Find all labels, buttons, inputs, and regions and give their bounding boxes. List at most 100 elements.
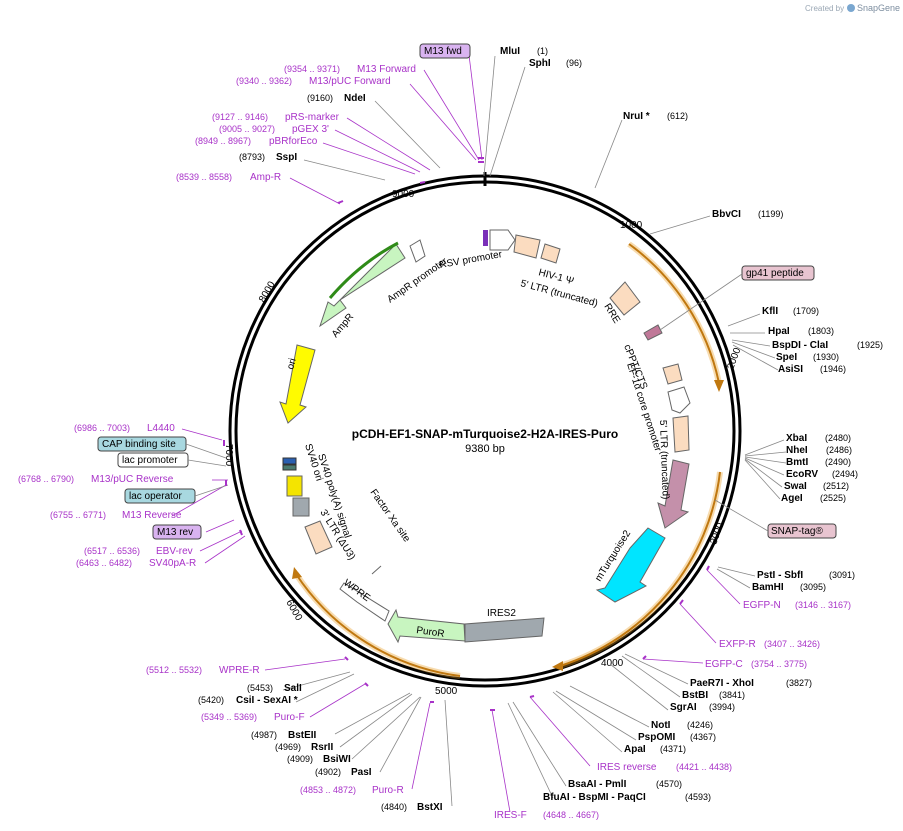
primer-m13-reverse-pos: (6755 .. 6771) — [50, 510, 106, 520]
factor-xa-marker — [371, 565, 382, 575]
sv40-ori-box — [292, 497, 310, 517]
primer-m13puc-forward-pos: (9340 .. 9362) — [236, 76, 292, 86]
enzyme-noti: NotI — [651, 720, 671, 731]
enzyme-swai: SwaI — [784, 481, 807, 492]
enzyme-bstxi: BstXI — [417, 802, 443, 813]
brand-text: SnapGene — [857, 3, 900, 13]
enzyme-bstxi-pos: (4840) — [381, 802, 407, 812]
m13-rev-label: M13 rev — [157, 527, 193, 538]
enzyme-bamhi: BamHI — [752, 582, 784, 593]
primer-exfp-r: EXFP-R — [719, 639, 756, 650]
enzyme-nhei-pos: (2486) — [826, 445, 852, 455]
snap-tag-label: SNAP-tag® — [771, 526, 823, 537]
primer-wpre-r: WPRE-R — [219, 665, 260, 676]
m13-rev-feature — [282, 464, 297, 471]
sv40pa-box — [286, 475, 303, 497]
primer-ires-reverse-pos: (4421 .. 4438) — [676, 762, 732, 772]
cap-binding-label: CAP binding site — [102, 439, 176, 450]
enzyme-bfuai-bspmi-paqci: BfuAI - BspMI - PaqCI — [543, 792, 646, 803]
enzyme-sphi-pos: (96) — [566, 58, 582, 68]
enzyme-bmti-pos: (2490) — [825, 457, 851, 467]
enzyme-sspi-pos: (8793) — [239, 152, 265, 162]
enzyme-leaders — [282, 55, 787, 807]
gp41-label: gp41 peptide — [746, 268, 804, 279]
enzyme-pspomi: PspOMI — [638, 732, 675, 743]
tick-9000: 9000 — [392, 189, 415, 200]
primer-pbrforeco: pBRforEco — [269, 136, 318, 147]
label-ori: ori — [285, 357, 299, 371]
m13-fwd-label: M13 fwd — [424, 46, 462, 57]
enzyme-bfuai-bspmi-paqci-pos: (4593) — [685, 792, 711, 802]
rre-box — [609, 281, 641, 316]
primer-egfp-c-pos: (3754 .. 3775) — [751, 659, 807, 669]
ltr5-box — [540, 243, 561, 264]
enzyme-rsrii-pos: (4969) — [275, 742, 301, 752]
primer-pgex3: pGEX 3' — [292, 124, 329, 135]
primer-l4440-pos: (6986 .. 7003) — [74, 423, 130, 433]
primer-m13-reverse: M13 Reverse — [122, 510, 182, 521]
enzyme-bsteii-pos: (4987) — [251, 730, 277, 740]
gp41-box — [741, 265, 815, 281]
enzyme-bbvci-pos: (1199) — [758, 209, 783, 219]
box-leaders — [185, 273, 769, 532]
enzyme-bmti: BmtI — [786, 457, 808, 468]
enzyme-sgrai-pos: (3994) — [709, 702, 735, 712]
enzyme-apai-pos: (4371) — [660, 744, 686, 754]
enzyme-nhei: NheI — [786, 445, 808, 456]
enzyme-apai: ApaI — [624, 744, 646, 755]
m13-rev-box — [152, 524, 202, 540]
tick-4000: 4000 — [601, 658, 624, 669]
enzyme-spei-pos: (1930) — [813, 352, 839, 362]
lac-operator-label: lac operator — [129, 491, 182, 502]
enzyme-asisi-pos: (1946) — [820, 364, 846, 374]
enzyme-spei: SpeI — [776, 352, 797, 363]
enzyme-bsiwi-pos: (4909) — [287, 754, 313, 764]
primer-l4440: L4440 — [147, 423, 175, 434]
primer-ires-reverse: IRES reverse — [597, 762, 657, 773]
enzyme-bsteii: BstEII — [288, 730, 317, 741]
orf-arrowhead-1 — [714, 380, 724, 392]
enzyme-nrui: NruI * — [623, 111, 650, 122]
enzyme-ecorv: EcoRV — [786, 469, 818, 480]
enzyme-ndei: NdeI — [344, 93, 366, 104]
primer-ticks — [223, 157, 710, 711]
enzyme-xbai-pos: (2480) — [825, 433, 851, 443]
m13-fwd-feature — [483, 230, 488, 246]
rsv-promoter-arrow — [489, 229, 516, 251]
enzyme-csii-sexai: CsiI - SexAI * — [236, 695, 298, 706]
ampr-orf — [328, 241, 399, 299]
orf-arc-snap — [559, 471, 721, 667]
primer-ebv-rev-pos: (6517 .. 6536) — [84, 546, 140, 556]
puror-arrow — [387, 608, 466, 644]
enzyme-hpai: HpaI — [768, 326, 790, 337]
primer-egfp-n-pos: (3146 .. 3167) — [795, 600, 851, 610]
orf-arc-gp41 — [628, 243, 720, 384]
orf-arcs — [295, 243, 721, 677]
enzyme-sspi: SspI — [276, 152, 297, 163]
primer-puro-r-pos: (4853 .. 4872) — [300, 785, 356, 795]
primer-m13-forward: M13 Forward — [357, 64, 416, 75]
ori-arrow — [279, 344, 316, 424]
ampr-promoter-arrow — [409, 239, 426, 263]
primer-labels-right: EGFP-N (3146 .. 3167) EXFP-R (3407 .. 34… — [494, 600, 851, 821]
enzyme-asisi: AsiSI — [778, 364, 803, 375]
enzyme-bstbi: BstBI — [682, 690, 708, 701]
gp41-feature — [643, 324, 663, 341]
enzyme-swai-pos: (2512) — [823, 481, 849, 491]
tick-3000: 3000 — [708, 521, 726, 546]
orf-arc-puro — [295, 573, 461, 677]
primer-ires-f: IRES-F — [494, 810, 527, 821]
cppt-box — [662, 363, 683, 385]
label-5ltr-trunc: 5' LTR (truncated) — [657, 420, 671, 500]
ltr3-box — [304, 520, 333, 555]
enzyme-labels-top: MluI (1) SphI (96) NruI * (612) (9160) N… — [239, 46, 688, 163]
primer-egfp-c: EGFP-C — [705, 659, 743, 670]
enzyme-labels-left: (5453) SalI (5420) CsiI - SexAI * (4987)… — [198, 683, 443, 813]
primer-prs-marker: pRS-marker — [285, 112, 340, 123]
enzyme-noti-pos: (4246) — [687, 720, 713, 730]
tick-5000: 5000 — [435, 686, 458, 697]
label-puror: PuroR — [416, 625, 446, 640]
tick-7000: 7000 — [223, 444, 234, 467]
primer-egfp-n: EGFP-N — [743, 600, 781, 611]
enzyme-bstbi-pos: (3841) — [719, 690, 745, 700]
